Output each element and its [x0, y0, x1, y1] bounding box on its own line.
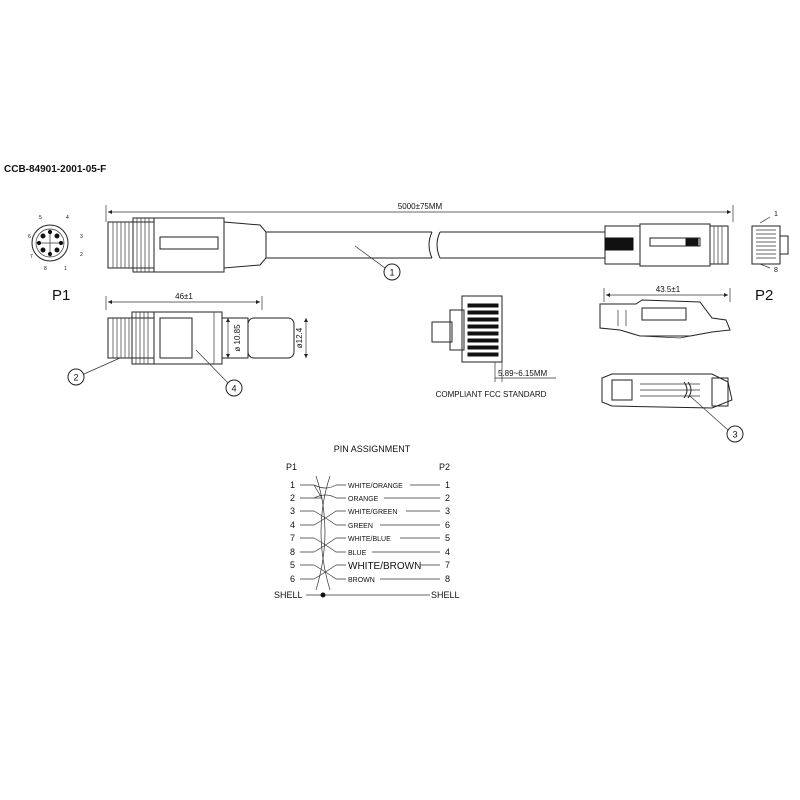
pin-row: 5 WHITE/BROWN 7 [290, 560, 450, 572]
rj45-pin-mark: 8 [774, 267, 778, 274]
callout-circle [225, 379, 243, 397]
rj45-pin-mark: 1 [774, 211, 778, 218]
m12-face-view: 5 4 6 3 7 2 8 1 [28, 215, 83, 272]
callout-circle [726, 425, 744, 443]
p1-pin: 8 [290, 547, 295, 557]
m12-pin-label: 8 [44, 266, 47, 272]
p1-pin: 3 [290, 506, 295, 516]
p2-length-label: 43.5±1 [656, 285, 681, 294]
p2-pin: 5 [445, 533, 450, 543]
p2-pin: 6 [445, 520, 450, 530]
pin-assignment-p2-header: P2 [439, 462, 450, 472]
p1-dia-large-label: ø12.4 [295, 327, 304, 348]
p1-pin: 1 [290, 480, 295, 490]
m12-pin-label: 2 [80, 252, 83, 258]
pin-assignment-p1-header: P1 [286, 462, 297, 472]
m12-pin-label: 3 [80, 234, 83, 240]
wire-color: WHITE/GREEN [348, 509, 397, 516]
pin-row: 3 WHITE/GREEN 3 [290, 506, 450, 516]
callout-3: 3 [732, 430, 737, 440]
wire-color: WHITE/BROWN [348, 561, 421, 572]
p1-pin: 4 [290, 520, 295, 530]
p1-detail-view [105, 296, 309, 365]
p2-pin: 3 [445, 506, 450, 516]
p1-pin: 5 [290, 560, 295, 570]
shell-row: SHELL SHELL [274, 590, 460, 600]
part-number: CCB-84901-2001-05-F [4, 164, 106, 175]
overall-length-dimension [105, 205, 734, 222]
p1-dia-small-label: ø 10.85 [233, 324, 242, 352]
p2-pin: 2 [445, 493, 450, 503]
p2-pin: 8 [445, 574, 450, 584]
pin-row: 6 BROWN 8 [290, 574, 450, 584]
p2-detail-view [599, 288, 733, 409]
p1-pin: 2 [290, 493, 295, 503]
pin-row: 7 WHITE/BLUE 5 [290, 533, 450, 543]
p1-pin: 6 [290, 574, 295, 584]
contact-span-label: 5.89~6.15MM [498, 369, 547, 378]
fcc-note: COMPLIANT FCC STANDARD [436, 390, 547, 399]
p2-pin: 1 [445, 480, 450, 490]
m12-pin-label: 7 [30, 254, 33, 260]
wire-color: GREEN [348, 523, 373, 530]
m12-pin-label: 5 [39, 215, 42, 221]
p2-pin: 7 [445, 560, 450, 570]
callout-1: 1 [389, 268, 394, 278]
shell-left: SHELL [274, 590, 303, 600]
callout-4: 4 [231, 384, 236, 394]
callout-2: 2 [73, 373, 78, 383]
pin-assignment-title: PIN ASSIGNMENT [334, 444, 411, 454]
shell-right: SHELL [431, 590, 460, 600]
m12-pin-label: 4 [66, 215, 69, 221]
rj45-contact-view [431, 295, 556, 382]
wire-color: WHITE/BLUE [348, 536, 391, 543]
pin-row: 4 GREEN 6 [290, 520, 450, 530]
pin-row: 1 WHITE/ORANGE 1 [290, 480, 450, 490]
wire-color: ORANGE [348, 496, 379, 503]
p2-pin: 4 [445, 547, 450, 557]
overall-length-label: 5000±75MM [398, 202, 443, 211]
wire-color: BROWN [348, 577, 375, 584]
pin-row: 8 BLUE 4 [290, 547, 450, 557]
p1-label: P1 [52, 287, 70, 304]
main-cable-view [107, 217, 729, 273]
callout-circle [67, 368, 85, 386]
m12-pin-label: 1 [64, 266, 67, 272]
pin-row: 2 ORANGE 2 [290, 493, 450, 503]
p1-pin: 7 [290, 533, 295, 543]
m12-pin-label: 6 [28, 234, 31, 240]
wire-color: WHITE/ORANGE [348, 483, 403, 490]
rj45-face-view [751, 216, 789, 269]
p2-label: P2 [755, 287, 773, 304]
callout-circle [383, 263, 401, 281]
wire-color: BLUE [348, 550, 367, 557]
twisted-pair-braid [300, 475, 346, 591]
p1-length-label: 46±1 [175, 292, 193, 301]
